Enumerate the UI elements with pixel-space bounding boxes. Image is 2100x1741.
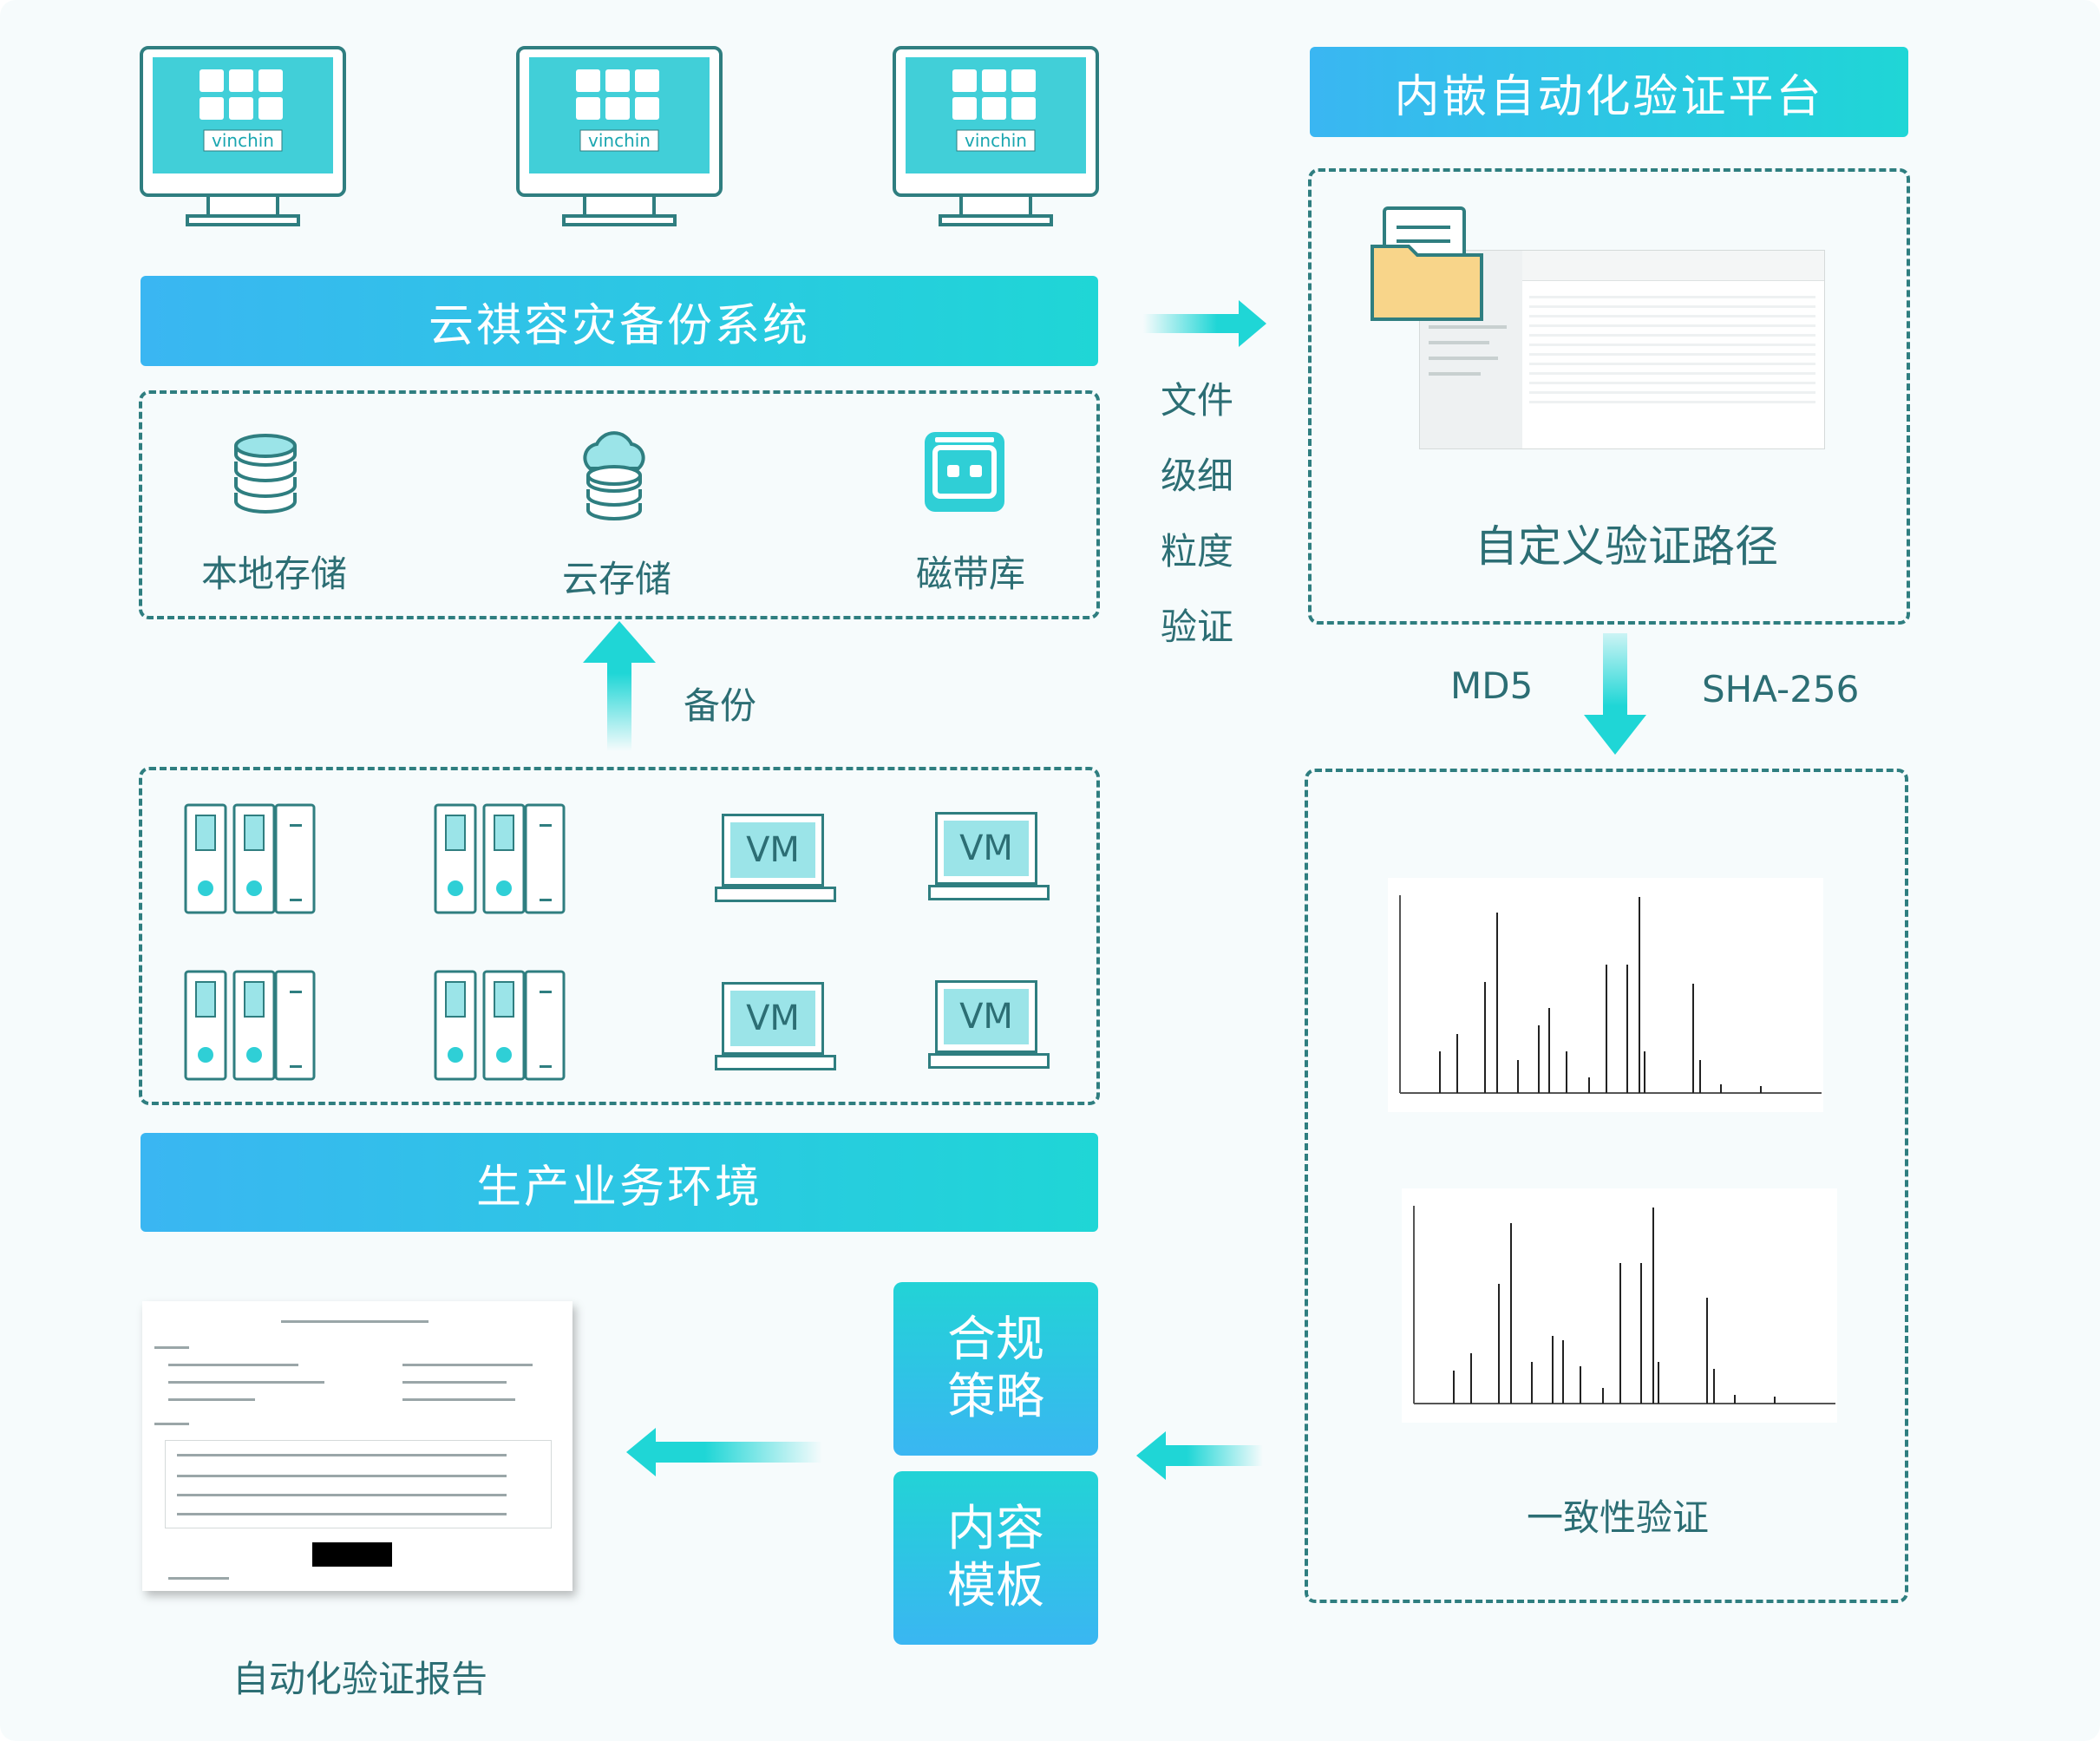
file-browser-window (1419, 250, 1825, 449)
tape-library-icon (925, 432, 1004, 512)
content-template-box: 内容 模板 (893, 1471, 1098, 1645)
vm-laptop: VM (715, 814, 836, 902)
database-icon (234, 434, 297, 514)
production-title: 生产业务环境 (475, 1161, 762, 1214)
left-arrow (1136, 1431, 1263, 1480)
consistency-box (1305, 769, 1908, 1603)
compliance-line1: 合规 (947, 1312, 1044, 1368)
monitor-brand: vinchin (212, 130, 274, 151)
backup-arrow-label: 备份 (684, 684, 757, 727)
server-rack-icon (434, 803, 566, 914)
down-arrow (1584, 633, 1646, 755)
server-rack-icon (184, 970, 316, 1081)
folder-icon (1371, 206, 1483, 321)
production-box (139, 767, 1100, 1105)
report-document (142, 1301, 572, 1591)
tape-library-label: 磁带库 (916, 553, 1026, 595)
backup-system-title: 云祺容灾备份系统 (428, 299, 810, 352)
backup-arrow (583, 621, 656, 751)
local-storage-label: 本地存储 (201, 553, 348, 595)
vm-laptop: VM (715, 982, 836, 1070)
compliance-policy-box: 合规 策略 (893, 1282, 1098, 1456)
production-banner: 生产业务环境 (141, 1133, 1098, 1232)
custom-path-label: 自定义验证路径 (1475, 521, 1778, 572)
left-arrow (626, 1428, 822, 1476)
granularity-text: 验证 (1161, 605, 1234, 648)
report-label: 自动化验证报告 (232, 1658, 488, 1700)
monitor-icon (140, 46, 346, 226)
platform-title: 内嵌自动化验证平台 (1394, 70, 1824, 123)
storage-box (139, 390, 1100, 619)
cloud-storage-icon (583, 431, 645, 520)
template-line1: 内容 (947, 1501, 1044, 1557)
spectrum-chart (1402, 1188, 1837, 1423)
vm-laptop: VM (928, 980, 1050, 1069)
server-rack-icon (184, 803, 316, 914)
right-arrow (1143, 300, 1266, 347)
md5-label: MD5 (1450, 664, 1534, 707)
platform-banner: 内嵌自动化验证平台 (1310, 47, 1908, 137)
cloud-storage-label: 云存储 (562, 558, 672, 600)
vm-laptop: VM (928, 812, 1050, 900)
monitor-icon (516, 46, 723, 226)
vm-label: VM (944, 989, 1029, 1044)
granularity-label: 文件 级细 粒度 验证 (1161, 371, 1233, 651)
backup-system-banner: 云祺容灾备份系统 (141, 276, 1098, 366)
granularity-text: 级细 (1161, 455, 1234, 497)
monitor-icon (893, 46, 1099, 226)
template-line2: 模板 (947, 1558, 1044, 1614)
granularity-text: 文件 (1161, 379, 1234, 422)
server-rack-icon (434, 970, 566, 1081)
monitor-brand: vinchin (588, 130, 651, 151)
vm-label: VM (944, 821, 1029, 876)
custom-path-box (1308, 168, 1910, 625)
vm-label: VM (730, 822, 815, 878)
granularity-text: 粒度 (1161, 530, 1234, 573)
consistency-label: 一致性验证 (1527, 1496, 1710, 1539)
vm-label: VM (730, 991, 815, 1046)
spectrum-chart (1388, 878, 1823, 1112)
compliance-line2: 策略 (947, 1369, 1044, 1425)
sha256-label: SHA-256 (1702, 668, 1860, 710)
monitor-brand: vinchin (965, 130, 1027, 151)
